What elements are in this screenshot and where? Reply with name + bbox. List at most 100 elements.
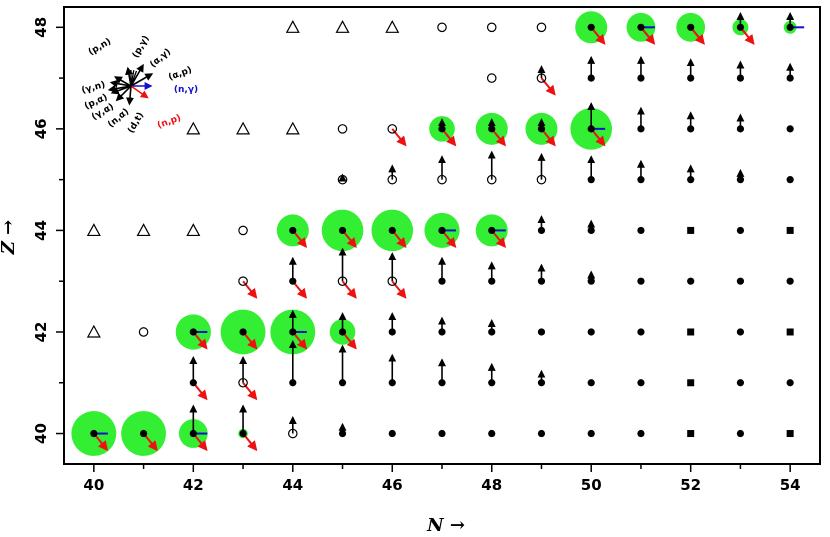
open-circle-marker — [238, 225, 248, 236]
filled-dot-marker — [388, 328, 396, 336]
open-circle-marker — [387, 124, 398, 134]
x-axis-label: N → — [426, 515, 465, 536]
y-tick-label: 44 — [32, 220, 50, 241]
filled-dot-marker — [637, 176, 645, 184]
filled-dot-marker — [786, 74, 794, 82]
filled-dot-marker — [90, 429, 98, 438]
n-p-arrow — [242, 280, 258, 299]
n-p-arrow — [540, 77, 556, 96]
filled-dot-marker — [587, 23, 595, 31]
open-circle-marker — [536, 73, 547, 83]
x-tick-label: 54 — [780, 476, 801, 494]
filled-dot-marker — [736, 226, 745, 235]
filled-dot-marker — [537, 328, 546, 336]
x-tick-label: 42 — [183, 476, 204, 494]
open-circle-marker — [486, 22, 497, 33]
rose-label: (p,γ) — [131, 34, 152, 60]
open-circle-marker — [486, 174, 497, 185]
open-circle-marker — [536, 22, 547, 33]
y-tick-label: 48 — [32, 17, 50, 38]
rose-label: (n,p) — [156, 113, 182, 131]
filled-dot-marker — [488, 277, 496, 285]
open-circle-marker — [337, 174, 348, 185]
filled-dot-marker — [537, 125, 546, 133]
filled-dot-marker — [239, 429, 247, 438]
filled-dot-marker — [637, 226, 645, 235]
triangle-marker — [285, 20, 300, 33]
triangle-marker — [335, 20, 350, 33]
y-tick-label: 40 — [32, 423, 50, 444]
rose-label: (p,n) — [87, 37, 113, 58]
filled-dot-marker — [338, 429, 347, 438]
open-circle-marker — [138, 327, 149, 337]
filled-dot-marker — [438, 328, 446, 336]
filled-dot-marker — [438, 125, 446, 133]
filled-dot-marker — [289, 277, 297, 285]
filled-dot-marker — [736, 74, 745, 82]
filled-dot-marker — [637, 74, 645, 82]
open-circle-marker — [387, 174, 398, 185]
filled-dot-marker — [537, 429, 546, 438]
filled-dot-marker — [139, 429, 148, 438]
filled-dot-marker — [338, 379, 347, 387]
filled-dot-marker — [637, 125, 645, 133]
square-marker — [687, 379, 695, 387]
filled-dot-marker — [438, 429, 446, 438]
rose-arrow — [127, 70, 132, 87]
x-tick-label: 48 — [481, 476, 502, 494]
n-p-arrow — [242, 382, 258, 401]
filled-dot-marker — [488, 125, 496, 133]
open-circle-marker — [486, 73, 497, 83]
open-circle-marker — [287, 428, 298, 439]
open-circle-marker — [387, 276, 398, 286]
filled-dot-marker — [786, 23, 794, 31]
filled-dot-marker — [786, 176, 794, 184]
open-circle-marker — [337, 124, 348, 134]
filled-dot-marker — [637, 429, 645, 438]
n-p-arrow — [341, 280, 357, 299]
rose-label: (n,γ) — [174, 85, 198, 95]
filled-dot-marker — [537, 226, 546, 235]
filled-dot-marker — [637, 379, 645, 387]
rose-label: (α,γ) — [148, 47, 173, 70]
triangle-marker — [86, 223, 101, 237]
filled-dot-marker — [388, 226, 396, 235]
filled-dot-marker — [587, 328, 595, 336]
filled-dot-marker — [587, 176, 595, 184]
rose-arrow — [114, 76, 132, 87]
open-circle-marker — [238, 276, 248, 286]
filled-dot-marker — [736, 23, 745, 31]
x-tick-label: 50 — [581, 476, 602, 494]
filled-dot-marker — [189, 379, 197, 387]
y-tick-label: 42 — [32, 322, 50, 343]
rose-arrow — [115, 85, 132, 102]
square-marker — [687, 328, 695, 336]
filled-dot-marker — [488, 429, 496, 438]
filled-dot-marker — [637, 23, 645, 31]
filled-dot-marker — [736, 176, 745, 184]
open-circle-marker — [238, 377, 248, 388]
filled-dot-marker — [786, 277, 794, 285]
filled-dot-marker — [239, 328, 247, 336]
filled-dot-marker — [388, 379, 396, 387]
filled-dot-marker — [189, 328, 197, 336]
square-marker — [786, 226, 794, 234]
filled-dot-marker — [587, 429, 595, 438]
triangle-marker — [86, 324, 101, 338]
filled-dot-marker — [687, 176, 695, 184]
y-axis-label: Z → — [0, 220, 19, 256]
filled-dot-marker — [786, 379, 794, 387]
filled-dot-marker — [637, 328, 645, 336]
filled-dot-marker — [189, 429, 197, 438]
filled-dot-marker — [289, 379, 297, 387]
filled-dot-marker — [537, 379, 546, 387]
filled-dot-marker — [488, 328, 496, 336]
filled-dot-marker — [736, 429, 745, 438]
rose-arrow — [130, 63, 144, 87]
open-circle-marker — [437, 22, 447, 33]
rose-arrow — [126, 85, 134, 106]
triangle-marker — [186, 121, 201, 135]
square-marker — [786, 430, 794, 438]
